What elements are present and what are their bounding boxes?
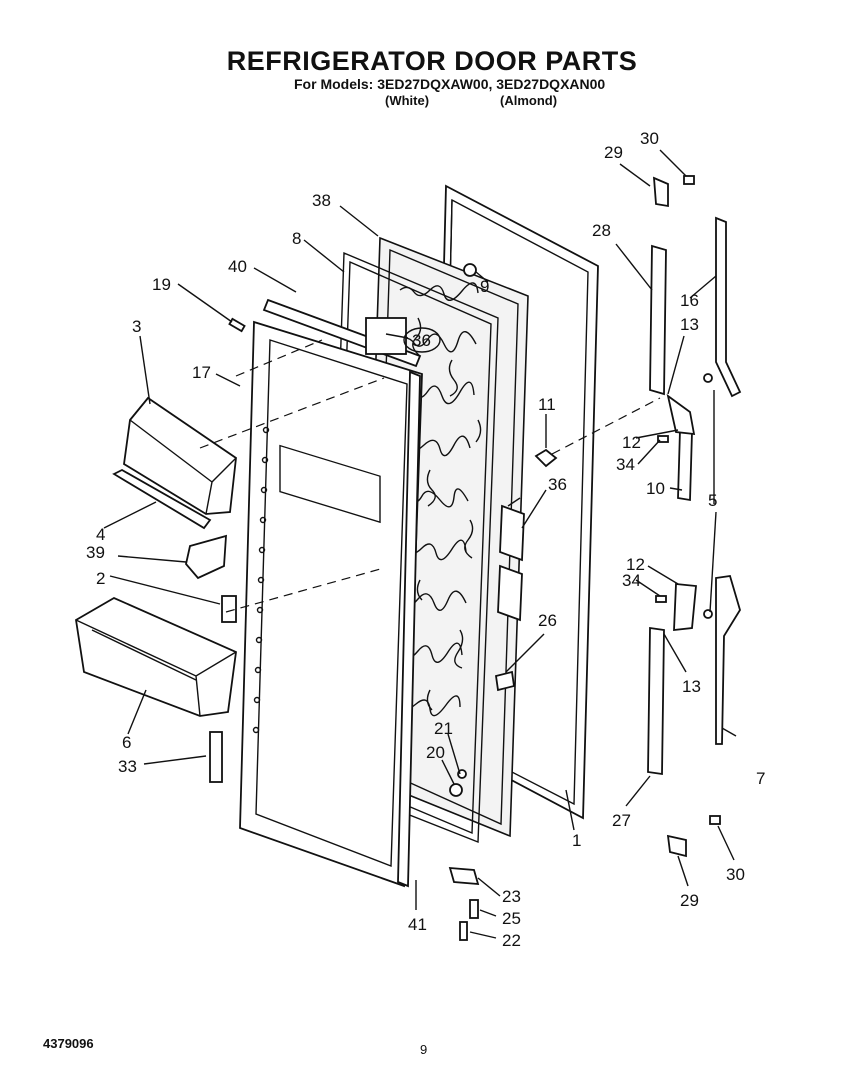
callout-25: 25 [502, 909, 521, 928]
handle-16 [715, 216, 742, 398]
callout-39: 39 [86, 543, 105, 562]
callout-30-upper: 30 [640, 129, 659, 148]
assembly-dashed-lines [199, 339, 661, 613]
callout-13-upper: 13 [680, 315, 699, 334]
callout-27: 27 [612, 811, 631, 830]
inner-shelf-frame [239, 320, 423, 888]
callout-12-upper: 12 [622, 433, 641, 452]
document-number: 4379096 [43, 1036, 94, 1051]
callout-40: 40 [228, 257, 247, 276]
upper-hinge-bar-28 [649, 244, 667, 396]
screw-5-upper [703, 373, 713, 383]
callout-10: 10 [646, 479, 665, 498]
frame-holes [252, 426, 270, 734]
page-number: 9 [420, 1042, 428, 1057]
upper-cam-29 [652, 176, 669, 208]
callout-3: 3 [132, 317, 141, 336]
screw-5-lower [703, 609, 713, 619]
variant-white-label: (White) [385, 93, 430, 108]
screw-part-19 [228, 317, 246, 333]
bin-cover [123, 396, 237, 515]
screw-part-9 [463, 263, 477, 277]
callout-11: 11 [538, 395, 556, 414]
part-25 [469, 899, 479, 919]
lower-hinge-bar-27 [647, 626, 665, 776]
leader-lines [103, 149, 737, 939]
callout-16: 16 [680, 291, 699, 310]
callout-36-right: 36 [548, 475, 567, 494]
callout-38: 38 [312, 191, 331, 210]
callout-34-upper: 34 [616, 455, 635, 474]
part-26 [494, 670, 516, 692]
callout-9: 9 [480, 277, 489, 296]
lower-bracket [209, 731, 223, 783]
upper-hinge-12 [666, 393, 696, 436]
module-part-lower [497, 564, 523, 622]
part-20 [449, 783, 463, 797]
screw-34-lower [655, 595, 667, 603]
callout-34-lower: 34 [622, 571, 641, 590]
callout-29-upper: 29 [604, 143, 623, 162]
lower-cam-29 [666, 834, 687, 858]
callout-21: 21 [434, 719, 453, 738]
callout-19: 19 [152, 275, 171, 294]
module-part-mid [499, 504, 525, 562]
callout-41: 41 [408, 915, 427, 934]
breaker-strip [397, 370, 421, 888]
callout-7: 7 [756, 769, 765, 788]
callout-4: 4 [96, 525, 105, 544]
part-23 [448, 866, 480, 886]
callout-26: 26 [538, 611, 557, 630]
screw-34-upper [657, 435, 669, 443]
callout-23: 23 [502, 887, 521, 906]
callout-33: 33 [118, 757, 137, 776]
callout-2: 2 [96, 569, 105, 588]
callout-5: 5 [708, 491, 717, 510]
variant-almond-label: (Almond) [500, 93, 558, 108]
callout-13-lower: 13 [682, 677, 701, 696]
upper-screw-30 [683, 175, 695, 185]
callout-6: 6 [122, 733, 131, 752]
callout-12-lower: 12 [626, 555, 645, 574]
models-line: For Models: 3ED27DQXAW00, 3ED27DQXAN00 [294, 76, 606, 92]
callout-17: 17 [192, 363, 211, 382]
bin-bar [112, 468, 212, 530]
callout-30-lower: 30 [726, 865, 745, 884]
callout-20: 20 [426, 743, 445, 762]
callout-1: 1 [572, 831, 581, 850]
part-22 [459, 921, 468, 941]
page-title: REFRIGERATOR DOOR PARTS [226, 46, 638, 76]
callout-22: 22 [502, 931, 521, 950]
callout-labels: 1 2 3 4 5 6 7 8 9 10 12 12 13 13 16 17 1… [86, 129, 765, 950]
callout-36-circle [403, 327, 441, 353]
door-bin [75, 596, 237, 717]
callout-29-lower: 29 [680, 891, 699, 910]
callout-28: 28 [592, 221, 611, 240]
callout-8: 8 [292, 229, 301, 248]
hinge-assembly [647, 175, 742, 858]
handle-7 [715, 574, 741, 745]
lower-hinge-12 [673, 583, 697, 632]
clip-part [185, 534, 227, 580]
part-11 [534, 448, 558, 468]
callout-36-upper: 36 [412, 331, 431, 350]
small-bracket [221, 595, 237, 623]
lower-screw-30 [709, 815, 721, 825]
